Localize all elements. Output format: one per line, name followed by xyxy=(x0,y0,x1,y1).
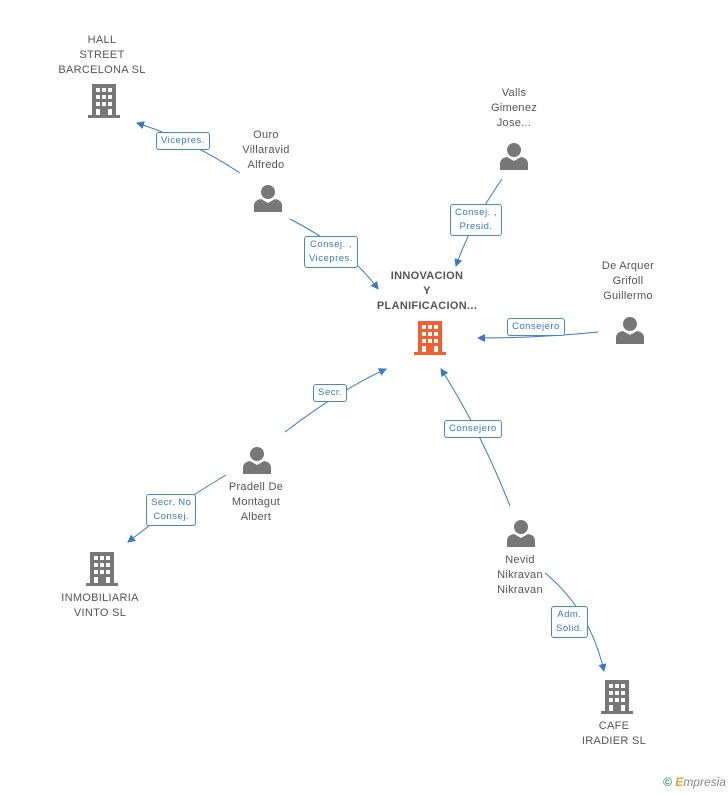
node-label-ouro[interactable]: Ouro Villaravid Alfredo xyxy=(242,129,290,171)
person-icon[interactable] xyxy=(500,143,528,170)
node-label-de-arquer[interactable]: De Arquer Grifoll Guillermo xyxy=(601,260,655,302)
footer-brand[interactable]: © Empresia xyxy=(663,775,726,789)
node-label-center[interactable]: INNOVACION Y PLANIFICACION... xyxy=(376,270,478,312)
role-label: Consej. , Vicepres. xyxy=(304,236,358,268)
person-icon[interactable] xyxy=(243,447,271,474)
role-label: Consejero xyxy=(507,318,565,336)
building-icon[interactable] xyxy=(88,84,120,118)
building-icon[interactable] xyxy=(601,680,633,714)
role-label: Secr. No Consej. xyxy=(146,494,197,526)
node-label-cafe[interactable]: CAFE IRADIER SL xyxy=(581,720,647,747)
role-label: Consej. , Presid. xyxy=(450,204,502,236)
node-label-nevid[interactable]: Nevid Nikravan Nikravan xyxy=(497,554,543,596)
brand-name: mpresia xyxy=(683,775,726,789)
role-label: Consejero xyxy=(444,420,502,438)
building-icon[interactable] xyxy=(414,321,446,355)
node-label-valls[interactable]: Valls Gimenez Jose... xyxy=(490,87,538,129)
node-label-inmobiliaria[interactable]: INMOBILIARIA VINTO SL xyxy=(61,592,139,619)
role-label: Adm. Solid. xyxy=(551,606,588,638)
node-label-hall-street[interactable]: HALL STREET BARCELONA SL xyxy=(58,34,146,76)
role-label: Secr. xyxy=(313,384,348,402)
role-label: Vicepres. xyxy=(156,132,210,150)
building-icon[interactable] xyxy=(86,552,118,586)
brand-initial: E xyxy=(675,775,684,789)
copyright-icon: © xyxy=(663,775,672,789)
person-icon[interactable] xyxy=(507,520,535,547)
edge-dearquer-center xyxy=(477,331,599,342)
person-icon[interactable] xyxy=(254,185,282,212)
person-icon[interactable] xyxy=(616,317,644,344)
node-label-pradell[interactable]: Pradell De Montagut Albert xyxy=(228,481,284,523)
